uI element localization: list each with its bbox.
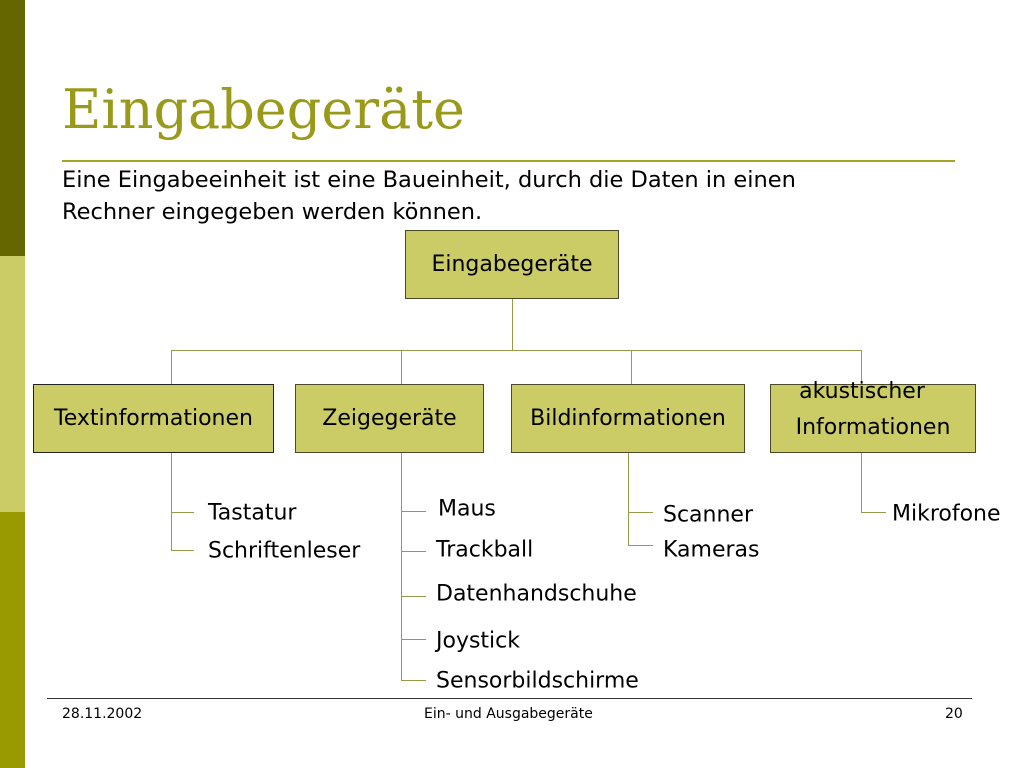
connector	[171, 512, 194, 513]
connector	[861, 453, 862, 512]
connector	[401, 551, 426, 552]
category-pointing-devices: Zeigegeräte	[295, 384, 484, 453]
footer-date: 28.11.2002	[62, 706, 143, 722]
definition-text: Eine Eingabeeinheit ist eine Baueinheit,…	[62, 164, 796, 228]
connector	[628, 453, 629, 545]
connector	[401, 639, 426, 640]
leaf-item: Mikrofone	[892, 501, 1001, 527]
leaf-item: Datenhandschuhe	[436, 581, 637, 607]
connector	[861, 350, 862, 384]
footer-divider	[47, 698, 972, 699]
category-label: Bildinformationen	[530, 405, 726, 431]
connector	[171, 350, 862, 351]
definition-line-2: Rechner eingegeben werden können.	[62, 199, 483, 225]
leaf-item: Tastatur	[208, 500, 297, 526]
leaf-item: Schriftenleser	[208, 538, 361, 564]
category-label-line1: akustischer	[799, 378, 925, 404]
category-text-info: Textinformationen	[33, 384, 274, 453]
leaf-item: Joystick	[436, 628, 521, 654]
sidebar-stripe-light	[0, 256, 25, 512]
connector	[401, 511, 426, 512]
leaf-item: Maus	[438, 496, 496, 522]
leaf-item: Kameras	[663, 537, 760, 563]
connector	[512, 298, 513, 350]
category-label-line2: Informationen	[795, 414, 951, 440]
category-label: Textinformationen	[54, 405, 253, 431]
sidebar-stripe-mid	[0, 512, 25, 768]
connector	[401, 680, 426, 681]
leaf-item: Trackball	[436, 537, 534, 563]
connector	[401, 453, 402, 681]
connector	[171, 453, 172, 550]
category-image-info: Bildinformationen	[511, 384, 745, 453]
connector	[861, 512, 886, 513]
connector	[631, 350, 632, 384]
root-label: Eingabegeräte	[431, 251, 593, 277]
leaf-item: Scanner	[663, 502, 754, 528]
connector	[628, 545, 653, 546]
title-divider	[62, 160, 955, 162]
root-node: Eingabegeräte	[405, 230, 619, 299]
leaf-item: Sensorbildschirme	[436, 668, 639, 694]
connector	[171, 550, 194, 551]
footer-page-number: 20	[945, 706, 963, 722]
category-label: Zeigegeräte	[322, 405, 457, 431]
slide-title: Eingabegeräte	[62, 78, 465, 141]
definition-line-1: Eine Eingabeeinheit ist eine Baueinheit,…	[62, 167, 796, 193]
sidebar-stripe-dark	[0, 0, 25, 256]
connector	[171, 350, 172, 384]
footer-title: Ein- und Ausgabegeräte	[424, 706, 593, 722]
connector	[628, 512, 653, 513]
connector	[401, 596, 426, 597]
connector	[401, 350, 402, 384]
